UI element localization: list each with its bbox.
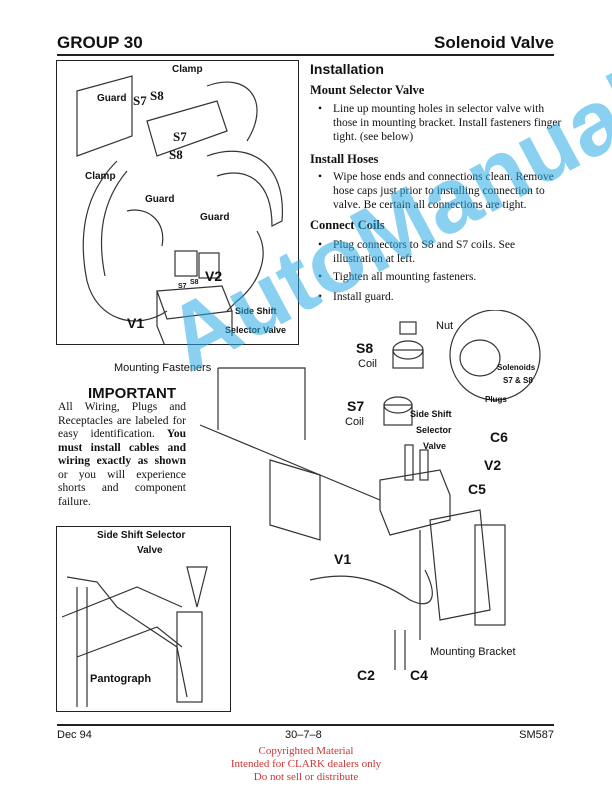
- section-heading: Connect Coils: [310, 218, 385, 232]
- pantograph-drawing: [61, 566, 208, 707]
- label-s7: S7: [178, 283, 187, 290]
- bullet: Plug connectors to S8 and S7 coils. See …: [318, 238, 565, 266]
- installation-title: Installation: [310, 61, 384, 77]
- important-text-c: or you will experience shorts and compon…: [58, 468, 186, 508]
- label-s8: S8: [190, 279, 199, 286]
- label-solenoids: Solenoids: [497, 363, 536, 372]
- label-c4: C4: [410, 667, 428, 683]
- label-s8: S8: [356, 340, 374, 356]
- bullet: Line up mounting holes in selector valve…: [318, 102, 565, 144]
- footer-rule: [57, 724, 554, 726]
- label-guard: Guard: [97, 93, 127, 104]
- copyright-line: Do not sell or distribute: [253, 771, 359, 783]
- important-text: All Wiring, Plugs and Receptacles are la…: [58, 401, 186, 509]
- label-c2: C2: [357, 667, 375, 683]
- label-mounting-bracket: Mounting Bracket: [430, 646, 516, 658]
- label-selector-valve: Selector Valve: [225, 325, 287, 335]
- copyright-line: Copyrighted Material: [258, 745, 354, 757]
- label-s7-coil: Coil: [345, 416, 364, 428]
- label-s8: S8: [169, 147, 183, 162]
- label-clamp: Clamp: [172, 64, 203, 75]
- label-v2: V2: [205, 268, 223, 284]
- valve-assembly-drawing: [199, 310, 541, 670]
- bullet: Wipe hose ends and connections clean. Re…: [318, 170, 565, 212]
- section-heading: Install Hoses: [310, 152, 379, 166]
- coil-wiring-drawing: [76, 75, 283, 352]
- label-plugs: Plugs: [485, 395, 507, 404]
- label-s7-s8: S7 & S8: [503, 376, 533, 385]
- footer-doc-code: SM587: [519, 729, 554, 741]
- important-title: IMPORTANT: [88, 385, 177, 402]
- bullet: Tighten all mounting fasteners.: [318, 270, 565, 284]
- label-nut: Nut: [436, 320, 454, 332]
- coil-wiring-diagram: Clamp Guard S7 S8 S7 S8 Clamp Guard Guar…: [56, 60, 299, 352]
- page-title: Solenoid Valve: [434, 33, 554, 52]
- label-side-shift-selector: Side Shift Selector: [97, 530, 186, 541]
- important-text-b: You must install cables and wiring exact…: [58, 428, 186, 467]
- label-valve: Valve: [423, 441, 447, 451]
- label-side-shift: Side Shift: [235, 306, 277, 316]
- label-c5: C5: [468, 481, 486, 497]
- label-s7: S7: [347, 398, 365, 414]
- label-v1: V1: [334, 551, 352, 567]
- pantograph-diagram: Side Shift Selector Valve Pantograph: [56, 526, 231, 712]
- label-guard: Guard: [200, 212, 230, 223]
- label-selector: Selector: [416, 425, 452, 435]
- label-mounting-fasteners: Mounting Fasteners: [114, 362, 212, 374]
- bullet: Install guard.: [318, 290, 565, 304]
- label-s8-coil: Coil: [358, 358, 377, 370]
- label-s7: S7: [133, 93, 147, 108]
- group-title: GROUP 30: [57, 33, 143, 52]
- header-rule: [57, 54, 554, 56]
- label-valve: Valve: [137, 545, 163, 556]
- footer-page-number: 30–7–8: [285, 729, 322, 741]
- label-guard: Guard: [145, 194, 175, 205]
- label-pantograph: Pantograph: [90, 673, 152, 686]
- footer-date: Dec 94: [57, 729, 92, 741]
- label-side-shift: Side Shift: [410, 409, 452, 419]
- section-heading: Mount Selector Valve: [310, 83, 425, 97]
- label-v1: V1: [127, 315, 145, 331]
- important-text-a: All Wiring, Plugs and Receptacles are la…: [58, 401, 186, 440]
- label-v2: V2: [484, 457, 502, 473]
- label-s7: S7: [173, 129, 187, 144]
- label-c6: C6: [490, 429, 508, 445]
- copyright-line: Intended for CLARK dealers only: [230, 758, 382, 770]
- label-s8: S8: [150, 88, 164, 103]
- label-clamp: Clamp: [85, 171, 116, 182]
